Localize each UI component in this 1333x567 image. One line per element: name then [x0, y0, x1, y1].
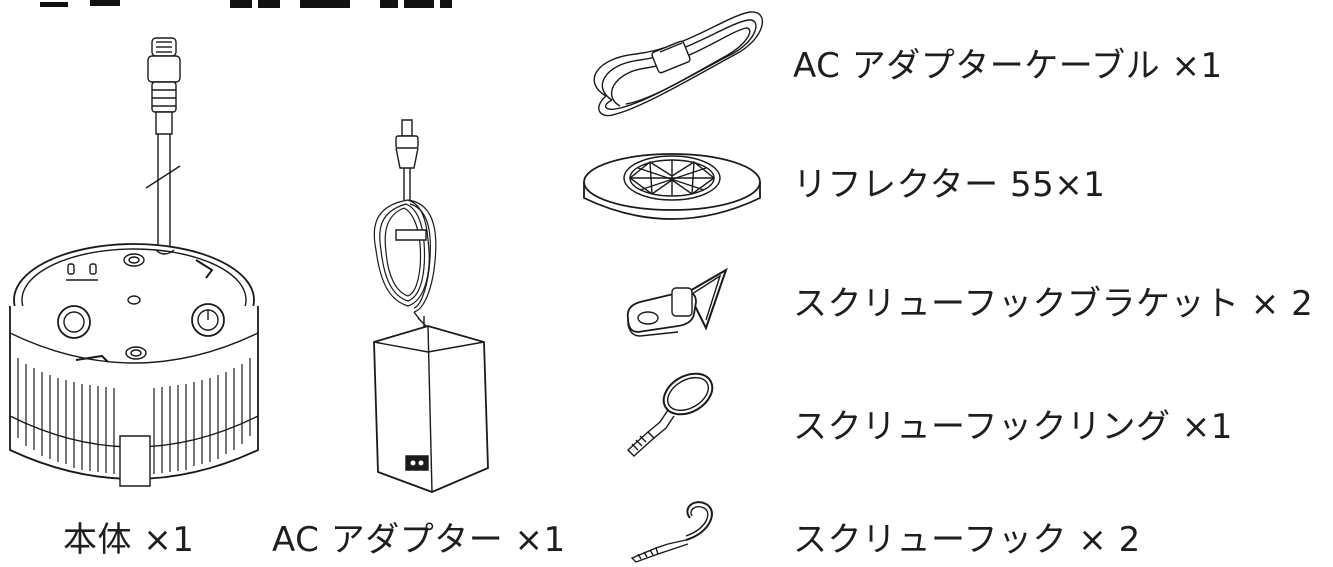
- ac-adapter-icon: [368, 120, 498, 500]
- item-label-lamp-body: 本体 ×1: [63, 520, 195, 560]
- item-label-ac-adapter: AC アダプター ×1: [272, 520, 566, 560]
- coiled-cable-icon: [586, 2, 764, 130]
- lamp-body-icon: [6, 38, 276, 503]
- reflector-icon: [580, 140, 764, 236]
- cropped-heading: [40, 0, 452, 8]
- bracket-icon: [622, 262, 730, 340]
- item-label-screw-hook: スクリューフック × 2: [793, 520, 1141, 560]
- item-label-ac-cable: AC アダプターケーブル ×1: [793, 46, 1223, 86]
- screw-hook-icon: [622, 500, 718, 562]
- ring-hook-icon: [620, 372, 720, 466]
- item-label-reflector: リフレクター 55×1: [793, 165, 1106, 205]
- item-label-ring-hook: スクリューフックリング ×1: [793, 407, 1233, 447]
- item-label-bracket: スクリューフックブラケット × 2: [793, 284, 1314, 324]
